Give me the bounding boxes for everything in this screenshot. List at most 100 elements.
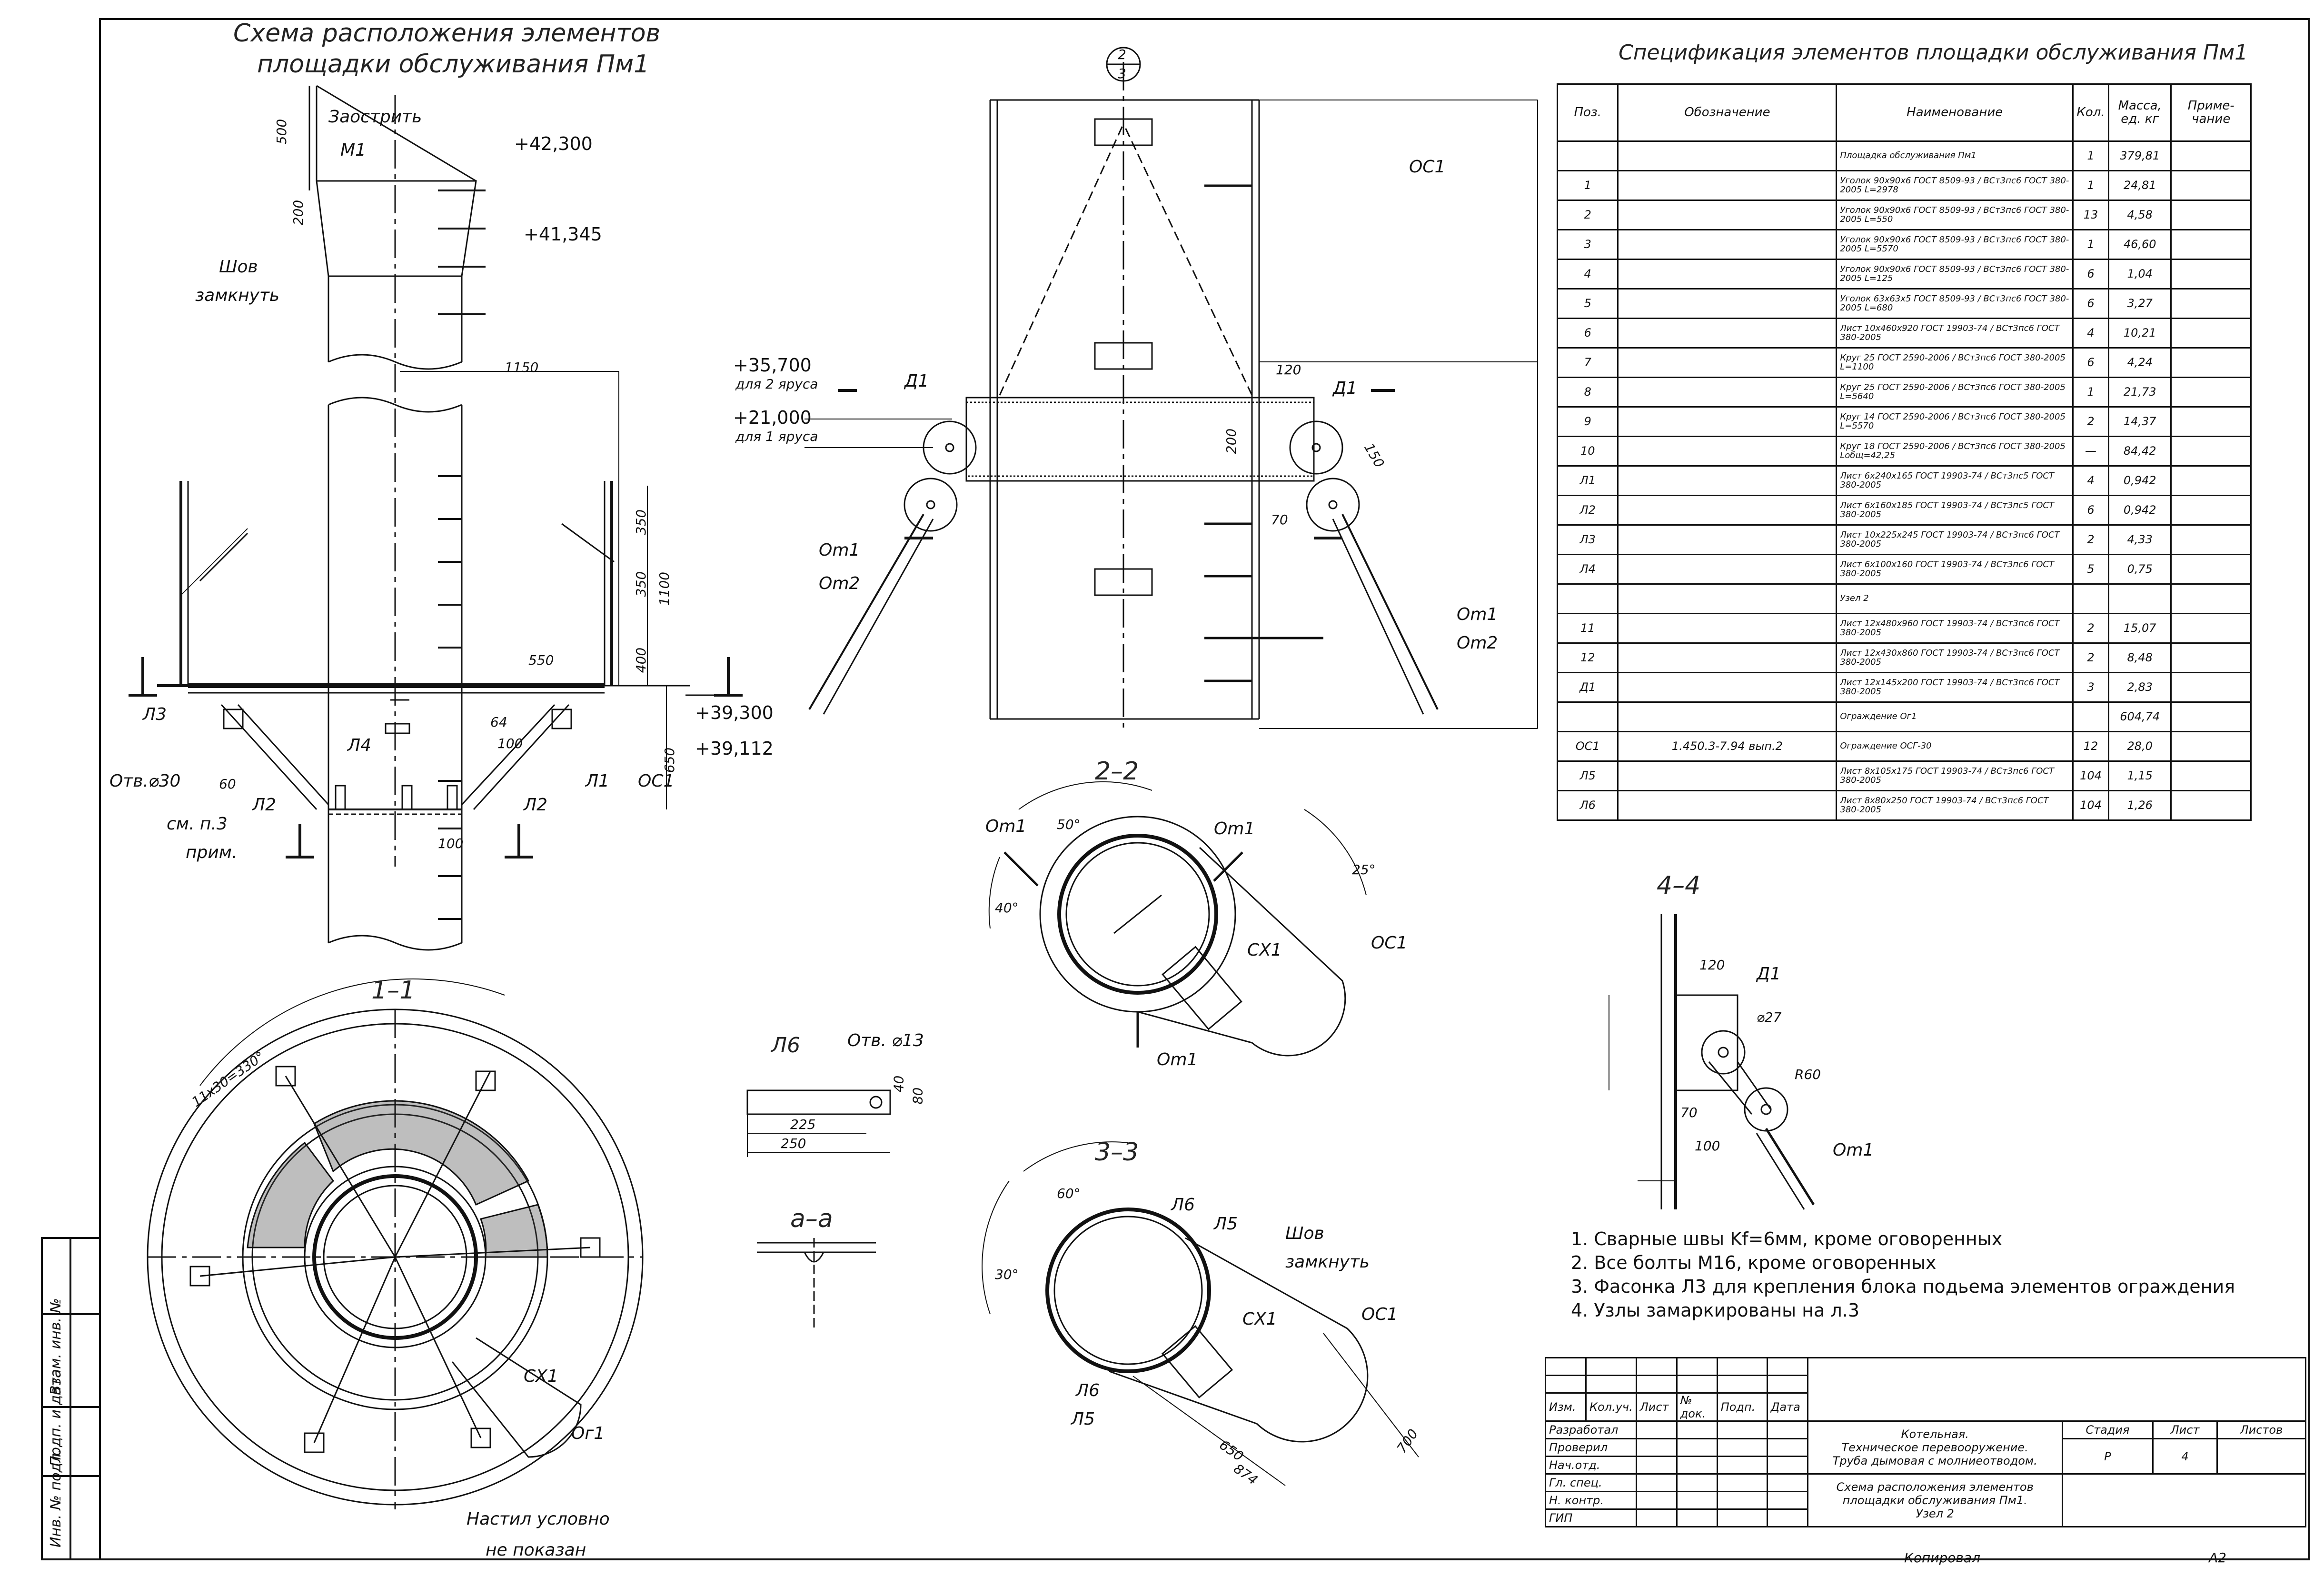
dim-400: 400 — [633, 647, 649, 673]
spec-header-pos: Поз. — [1556, 83, 1619, 142]
section-2-2-title: 2–2 — [1095, 757, 1139, 786]
drawing-title-line2: площадки обслуживания Пм1 — [257, 50, 650, 79]
spec-pos: 1 — [1556, 170, 1619, 201]
label-om1-right: Оm1 — [1457, 605, 1498, 624]
spec-designation — [1617, 672, 1837, 703]
note-3: 3. Фасонка Л3 для крепления блока подьем… — [1571, 1276, 2235, 1297]
spec-pos — [1556, 583, 1619, 614]
tb-listov-h: Листов — [2216, 1420, 2307, 1439]
spec-mass: 21,73 — [2107, 377, 2172, 408]
dim-120-44: 120 — [1699, 957, 1725, 973]
spec-name: Лист 8х80х250 ГОСТ 19903-74 / ВСт3пс6 ГО… — [1836, 790, 2074, 821]
section-3-3 — [982, 1141, 1419, 1486]
tb-proveril: Проверил — [1545, 1438, 1637, 1457]
tb-stadia-h: Стадия — [2061, 1420, 2154, 1439]
label-d1-44: Д1 — [1757, 964, 1781, 984]
spec-mass: 28,0 — [2107, 731, 2172, 762]
label-om1-44: Оm1 — [1833, 1140, 1874, 1160]
angle-40: 40° — [995, 900, 1019, 916]
tb-sheet-3: Узел 2 — [1916, 1507, 1954, 1520]
label-oc1-center: ОС1 — [1409, 157, 1446, 177]
elevation-42300: +42,300 — [514, 133, 593, 154]
spec-mass: 10,21 — [2107, 318, 2172, 349]
spec-note — [2170, 377, 2252, 408]
spec-designation — [1617, 583, 1837, 614]
spec-designation: 1.450.3-7.94 вып.2 — [1617, 731, 1837, 762]
spec-row: Ограждение Ог1 604,74 — [1556, 701, 2252, 732]
dim-200-center: 200 — [1223, 428, 1240, 454]
dim-500: 500 — [274, 119, 290, 145]
label-om2-left: Оm2 — [819, 574, 860, 593]
spec-name: Круг 14 ГОСТ 2590-2006 / ВСт3пс6 ГОСТ 38… — [1836, 406, 2074, 437]
spec-note — [2170, 642, 2252, 673]
dim-100: 100 — [497, 736, 523, 751]
spec-qty: 5 — [2072, 554, 2109, 585]
label-oc1-33: ОС1 — [1361, 1305, 1398, 1324]
spec-designation — [1617, 701, 1837, 732]
dim-550: 550 — [528, 652, 554, 668]
sheet-frame — [99, 18, 2310, 1560]
spec-header-note: Приме-чание — [2170, 83, 2252, 142]
tb-format: А2 — [2209, 1550, 2226, 1566]
spec-pos: 5 — [1556, 288, 1619, 319]
spec-pos: 2 — [1556, 200, 1619, 230]
spec-name: Ограждение Ог1 — [1836, 701, 2074, 732]
dim-350-a: 350 — [633, 509, 649, 535]
node-number: 2 — [1118, 47, 1126, 62]
label-cx1-33: СХ1 — [1242, 1309, 1277, 1329]
spec-mass: 0,942 — [2107, 495, 2172, 526]
spec-mass — [2107, 583, 2172, 614]
spec-designation — [1617, 318, 1837, 349]
label-l6-33: Л6 — [1171, 1195, 1195, 1215]
spec-name: Лист 6х160х185 ГОСТ 19903-74 / ВСт3пс5 Г… — [1836, 495, 2074, 526]
angle-50: 50° — [1057, 817, 1081, 832]
spec-mass: 604,74 — [2107, 701, 2172, 732]
spec-row: Узел 2 — [1556, 583, 2252, 614]
label-sm-p3: см. п.3 — [167, 814, 228, 834]
tb-glspec: Гл. спец. — [1545, 1473, 1637, 1492]
label-r60: R60 — [1795, 1067, 1821, 1082]
spec-name: Ограждение ОСГ-30 — [1836, 731, 2074, 762]
tb-razrab: Разработал — [1545, 1420, 1637, 1439]
spec-header-name: Наименование — [1836, 83, 2074, 142]
label-cx1-22: СХ1 — [1247, 940, 1282, 960]
spec-name: Круг 25 ГОСТ 2590-2006 / ВСт3пс6 ГОСТ 38… — [1836, 377, 2074, 408]
dim-120: 120 — [1276, 362, 1301, 378]
l6-detail-title: Л6 — [771, 1033, 801, 1058]
spec-designation — [1617, 140, 1837, 171]
spec-pos: 3 — [1556, 229, 1619, 260]
spec-pos: 6 — [1556, 318, 1619, 349]
tb-list: Лист — [1635, 1392, 1678, 1422]
spec-pos: Л3 — [1556, 524, 1619, 555]
spec-header-designation: Обозначение — [1617, 83, 1837, 142]
spec-note — [2170, 170, 2252, 201]
label-om1-22c: Оm1 — [1157, 1050, 1198, 1069]
spec-designation — [1617, 524, 1837, 555]
stamp-vzam: Взам. инв. № — [48, 1298, 64, 1395]
spec-qty: 4 — [2072, 318, 2109, 349]
spec-mass: 379,81 — [2107, 140, 2172, 171]
label-om2-right: Оm2 — [1457, 633, 1498, 653]
tb-sheet-1: Схема расположения элементов — [1836, 1480, 2034, 1494]
tb-kopiroval: Копировал — [1904, 1550, 1980, 1566]
spec-pos: Л1 — [1556, 465, 1619, 496]
spec-mass: 15,07 — [2107, 613, 2172, 644]
label-og1: Ог1 — [571, 1424, 605, 1443]
spec-designation — [1617, 554, 1837, 585]
spec-name: Лист 8х105х175 ГОСТ 19903-74 / ВСт3пс6 Г… — [1836, 760, 2074, 791]
label-ne-pokazan: не показан — [486, 1540, 586, 1560]
spec-qty: 6 — [2072, 495, 2109, 526]
label-zamknut: замкнуть — [195, 286, 280, 305]
spec-pos — [1556, 140, 1619, 171]
elevation-39300: +39,300 — [695, 702, 774, 723]
section-2-2 — [988, 781, 1367, 1057]
spec-header-qty: Кол. — [2072, 83, 2109, 142]
label-om1-left: Оm1 — [819, 540, 860, 560]
label-otv30: Отв.⌀30 — [109, 771, 181, 791]
